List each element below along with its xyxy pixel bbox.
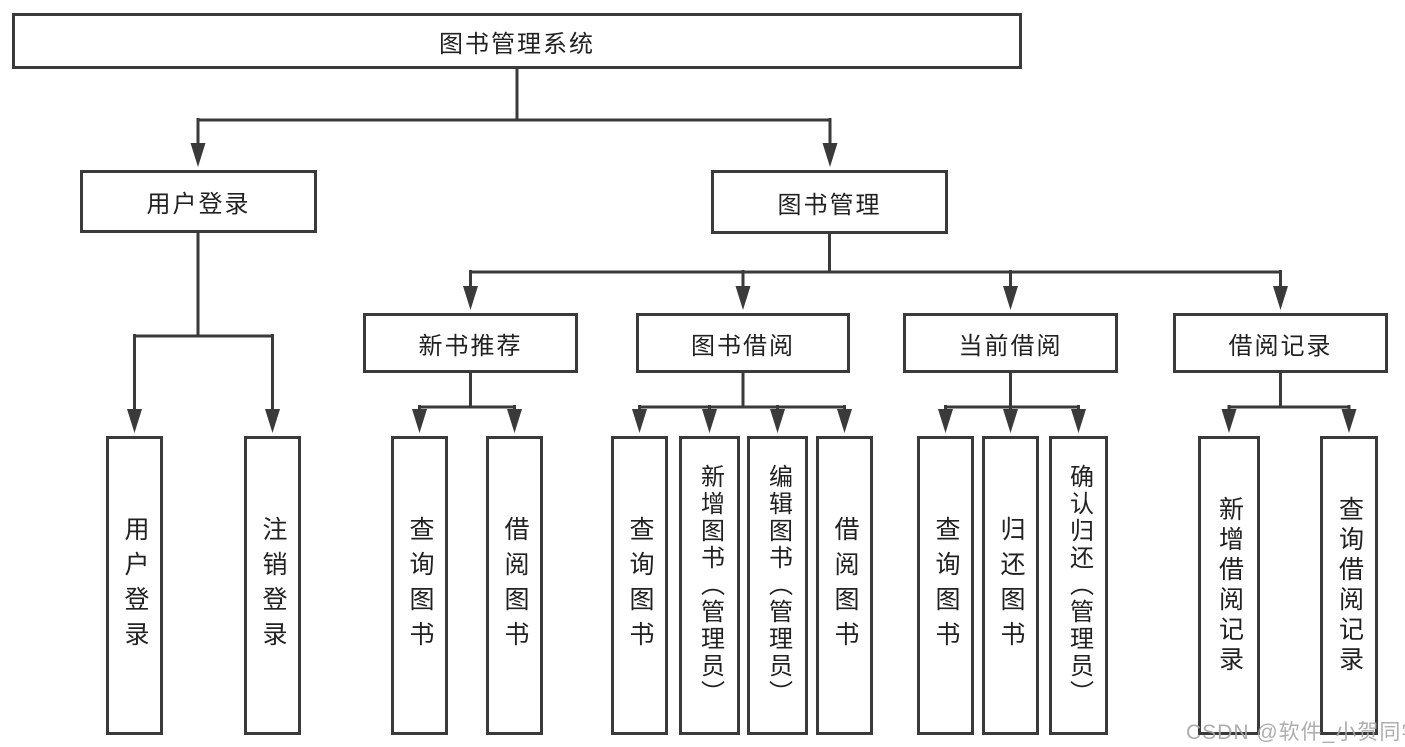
leaf-records-query-record: 查询借阅记录 — [1320, 436, 1378, 735]
leaf-borrow-edit-books-admin-label: 编辑图书（管理员） — [764, 464, 792, 707]
node-current-borrow-label: 当前借阅 — [958, 332, 1063, 360]
leaf-user-login-label: 用户登录 — [121, 515, 149, 656]
node-user-login: 用户登录 — [80, 170, 317, 233]
leaf-current-return-books-label: 归还图书 — [997, 515, 1025, 656]
leaf-borrow-add-books-admin: 新增图书（管理员） — [679, 436, 740, 735]
leaf-current-confirm-return-admin: 确认归还（管理员） — [1049, 436, 1108, 735]
node-book-management: 图书管理 — [711, 170, 948, 234]
leaf-borrow-query-books: 查询图书 — [611, 436, 668, 735]
node-borrow-records-label: 借阅记录 — [1228, 332, 1333, 360]
leaf-recommend-borrow-books: 借阅图书 — [486, 436, 543, 735]
leaf-borrow-borrow-books-label: 借阅图书 — [831, 515, 859, 656]
leaf-user-login: 用户登录 — [106, 436, 163, 735]
leaf-current-query-books-label: 查询图书 — [932, 515, 960, 656]
leaf-records-add-record: 新增借阅记录 — [1198, 436, 1260, 735]
node-user-login-label: 用户登录 — [146, 191, 251, 218]
leaf-current-return-books: 归还图书 — [982, 436, 1039, 735]
leaf-borrow-edit-books-admin: 编辑图书（管理员） — [747, 436, 808, 735]
leaf-recommend-query-books-label: 查询图书 — [406, 515, 434, 656]
leaf-logout: 注销登录 — [244, 436, 301, 735]
node-new-book-recommend-label: 新书推荐 — [418, 332, 523, 360]
leaf-logout-label: 注销登录 — [259, 515, 287, 656]
leaf-recommend-borrow-books-label: 借阅图书 — [501, 515, 529, 656]
node-book-borrow: 图书借阅 — [636, 313, 850, 373]
leaf-borrow-query-books-label: 查询图书 — [626, 515, 654, 656]
node-current-borrow: 当前借阅 — [903, 313, 1118, 373]
node-book-management-label: 图书管理 — [777, 191, 882, 219]
leaf-recommend-query-books: 查询图书 — [391, 436, 448, 735]
node-new-book-recommend: 新书推荐 — [363, 313, 578, 373]
leaf-records-query-record-label: 查询借阅记录 — [1335, 495, 1364, 676]
leaf-records-add-record-label: 新增借阅记录 — [1215, 495, 1244, 676]
leaf-borrow-borrow-books: 借阅图书 — [816, 436, 873, 735]
leaf-current-query-books: 查询图书 — [917, 436, 974, 735]
leaf-current-confirm-return-admin-label: 确认归还（管理员） — [1065, 464, 1093, 707]
node-root: 图书管理系统 — [12, 13, 1022, 69]
node-borrow-records: 借阅记录 — [1173, 313, 1388, 373]
node-root-label: 图书管理系统 — [439, 30, 595, 58]
leaf-borrow-add-books-admin-label: 新增图书（管理员） — [696, 464, 724, 707]
csdn-watermark: CSDN @软件_小贺同学 — [1186, 721, 1405, 744]
node-book-borrow-label: 图书借阅 — [691, 332, 795, 360]
